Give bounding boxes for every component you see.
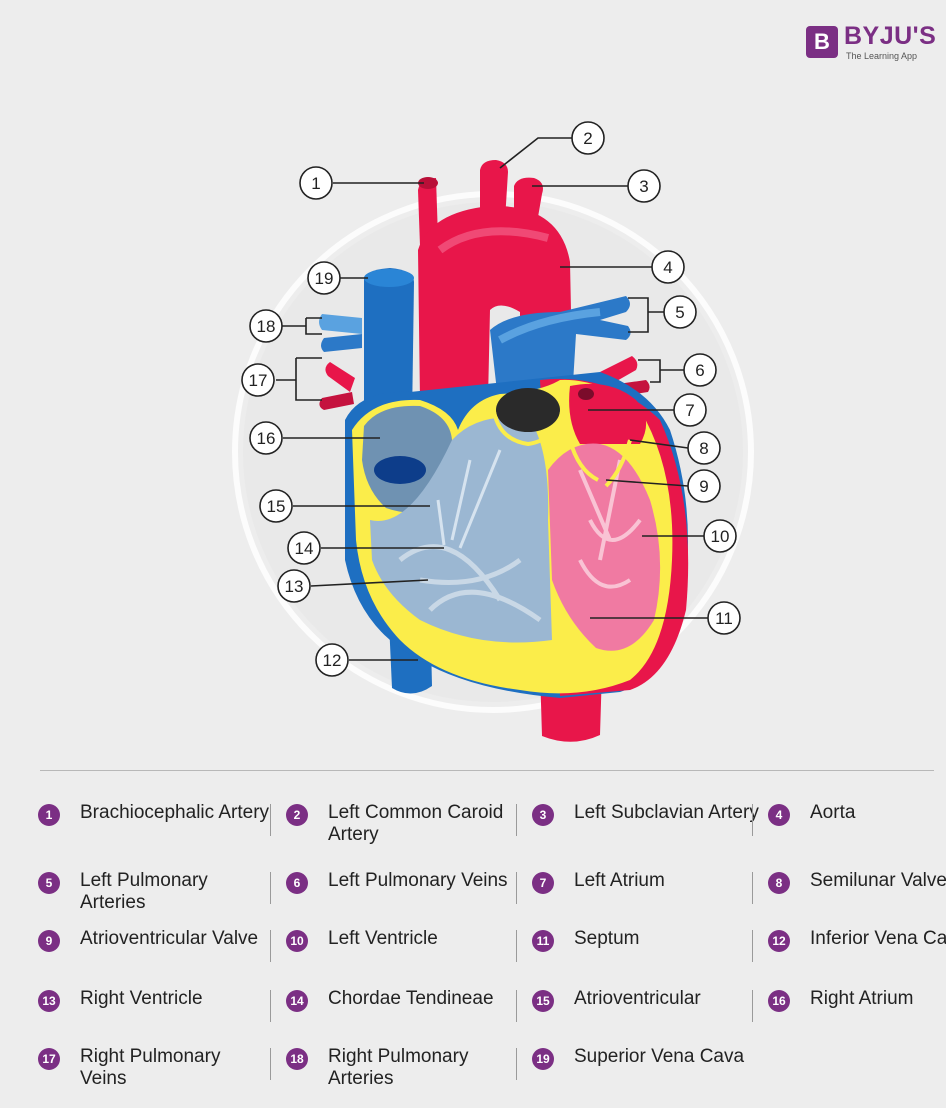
legend-separator: [516, 872, 517, 904]
legend-number-badge: 8: [768, 872, 790, 894]
legend-label: Chordae Tendineae: [328, 988, 518, 1010]
legend-label: Inferior Vena Cava: [810, 928, 946, 950]
legend-number-badge: 10: [286, 930, 308, 952]
legend-separator: [516, 804, 517, 836]
legend-separator: [270, 1048, 271, 1080]
legend-label: Superior Vena Cava: [574, 1046, 764, 1068]
legend-number-badge: 6: [286, 872, 308, 894]
legend-number-badge: 15: [532, 990, 554, 1012]
legend-label: Septum: [574, 928, 764, 950]
legend-separator: [270, 930, 271, 962]
legend-separator: [752, 872, 753, 904]
legend-label: Right Atrium: [810, 988, 946, 1010]
legend-label: Atrioventricular Valve: [80, 928, 270, 950]
legend-label: Left Ventricle: [328, 928, 518, 950]
legend-label: Left Pulmonary Veins: [328, 870, 518, 892]
legend-number-badge: 1: [38, 804, 60, 826]
legend-number-badge: 17: [38, 1048, 60, 1070]
legend-number-badge: 11: [532, 930, 554, 952]
legend-number-badge: 12: [768, 930, 790, 952]
legend-number-badge: 2: [286, 804, 308, 826]
legend-label: Left Subclavian Artery: [574, 802, 764, 824]
legend-number-badge: 13: [38, 990, 60, 1012]
legend-number-badge: 19: [532, 1048, 554, 1070]
legend-label: Left Pulmonary Arteries: [80, 870, 270, 914]
legend-label: Right Pulmonary Veins: [80, 1046, 270, 1090]
legend-separator: [752, 804, 753, 836]
legend-label: Semilunar Valves: [810, 870, 946, 892]
legend-label: Right Pulmonary Arteries: [328, 1046, 518, 1090]
legend-number-badge: 18: [286, 1048, 308, 1070]
legend-label: Aorta: [810, 802, 946, 824]
legend-separator: [516, 1048, 517, 1080]
legend-label: Left Common Caroid Artery: [328, 802, 518, 846]
legend-label: Right Ventricle: [80, 988, 270, 1010]
legend-separator: [270, 872, 271, 904]
legend-number-badge: 4: [768, 804, 790, 826]
legend-number-badge: 7: [532, 872, 554, 894]
legend-separator: [516, 990, 517, 1022]
legend-separator: [516, 930, 517, 962]
legend-number-badge: 5: [38, 872, 60, 894]
legend-number-badge: 14: [286, 990, 308, 1012]
legend-number-badge: 16: [768, 990, 790, 1012]
legend-separator: [752, 990, 753, 1022]
legend-separator: [752, 930, 753, 962]
legend-separator: [270, 804, 271, 836]
legend-label: Atrioventricular: [574, 988, 764, 1010]
legend-label: Left Atrium: [574, 870, 764, 892]
legend-label: Brachiocephalic Artery: [80, 802, 270, 824]
legend-number-badge: 3: [532, 804, 554, 826]
legend-number-badge: 9: [38, 930, 60, 952]
legend-separator: [270, 990, 271, 1022]
